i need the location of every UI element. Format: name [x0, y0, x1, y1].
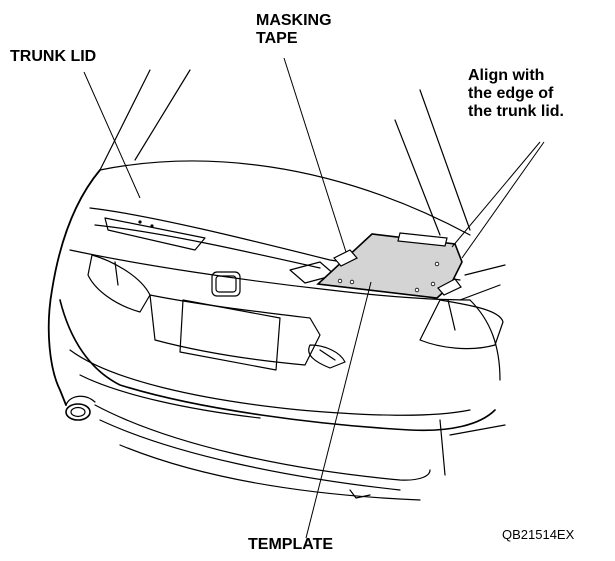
template-hole	[434, 261, 440, 267]
license-plate-recess	[149, 294, 321, 366]
trunk-lid-top-edge	[99, 160, 471, 236]
template-hole	[337, 278, 343, 284]
lower-valance	[94, 404, 431, 481]
left-body-outline	[47, 169, 101, 406]
template-hole	[349, 279, 355, 285]
masking-tape-label: MASKING TAPE	[256, 12, 332, 47]
masking-tape-strip	[437, 278, 462, 296]
exhaust-tip	[65, 395, 96, 421]
leader-masking-tape	[283, 57, 347, 253]
emblem-icon	[211, 271, 241, 297]
leader-align-2	[461, 141, 545, 259]
trunk-lid-lower-edge	[69, 249, 471, 301]
left-tail-light	[87, 254, 151, 313]
trunk-lid-label: TRUNK LID	[10, 48, 97, 65]
template-label: TEMPLATE	[248, 536, 334, 553]
leader-template	[305, 281, 372, 539]
leader-align-1	[451, 141, 541, 248]
rear-window-lines	[99, 69, 471, 236]
right-tail-light	[419, 299, 504, 350]
masking-tape-strip	[397, 232, 448, 247]
align-edge-label: Align with the edge of the trunk lid.	[468, 67, 564, 120]
template-hole	[430, 281, 436, 287]
trunk-lid-panel	[89, 207, 461, 281]
masking-tape-strip	[333, 249, 358, 267]
trunk-emblem-area	[104, 217, 206, 251]
rear-bumper	[59, 299, 496, 432]
license-plate	[179, 299, 281, 371]
template-hole	[414, 287, 420, 293]
figure-code: QB21514EX	[502, 527, 575, 542]
leader-trunk-lid	[83, 71, 141, 199]
right-body-outline	[469, 299, 501, 381]
